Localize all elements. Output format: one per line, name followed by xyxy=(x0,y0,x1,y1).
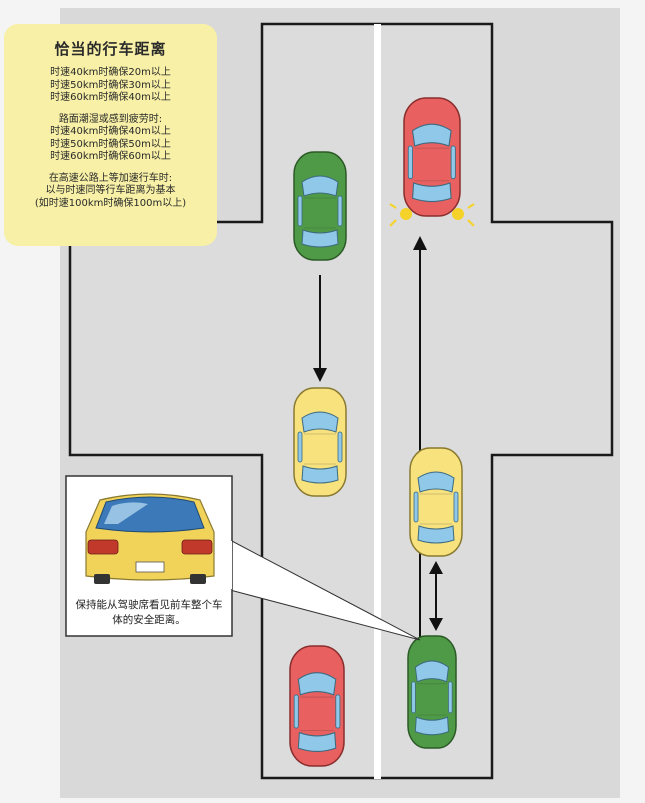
info-line: 路面潮湿或感到疲劳时: xyxy=(58,113,163,125)
info-group-highway: 在高速公路上等加速行车时: 以与时速同等行车距离为基本 (如时速100km时确保… xyxy=(8,173,213,211)
arrow-down-icon xyxy=(313,275,327,382)
car-red-icon xyxy=(289,645,345,767)
info-line: 时速50km时确保30m以上 xyxy=(50,79,171,91)
info-group-wet: 路面潮湿或感到疲劳时: 时速40km时确保40m以上 时速50km时确保50m以… xyxy=(8,114,213,164)
info-line: 在高速公路上等加速行车时: xyxy=(48,172,173,184)
callout-text: 保持能从驾驶席看见前车整个车体的安全距离。 xyxy=(75,599,223,626)
info-line: 时速40km时确保40m以上 xyxy=(50,126,171,137)
car-green-icon xyxy=(407,635,457,749)
lane-divider xyxy=(374,24,381,779)
info-line: 时速40km时确保20m以上 xyxy=(50,67,171,78)
info-line: (如时速100km时确保100m以上) xyxy=(34,197,187,209)
car-yellow-icon xyxy=(409,447,463,557)
hazard-lights-icon xyxy=(389,203,475,227)
info-line: 时速50km时确保50m以上 xyxy=(50,138,171,150)
info-title: 恰当的行车距离 xyxy=(54,40,167,58)
info-group-normal: 时速40km时确保20m以上 时速50km时确保30m以上 时速60km时确保4… xyxy=(8,67,213,105)
info-line: 时速60km时确保60m以上 xyxy=(50,151,171,162)
car-rear-view-icon xyxy=(85,493,215,584)
info-box: 恰当的行车距离 时速40km时确保20m以上 时速50km时确保30m以上 时速… xyxy=(4,24,217,246)
info-line: 以与时速同等行车距离为基本 xyxy=(45,185,176,196)
double-arrow-icon xyxy=(429,561,443,631)
car-red-icon xyxy=(403,97,461,217)
info-line: 时速60km时确保40m以上 xyxy=(50,92,171,103)
car-green-icon xyxy=(293,151,347,261)
car-yellow-icon xyxy=(293,387,347,497)
